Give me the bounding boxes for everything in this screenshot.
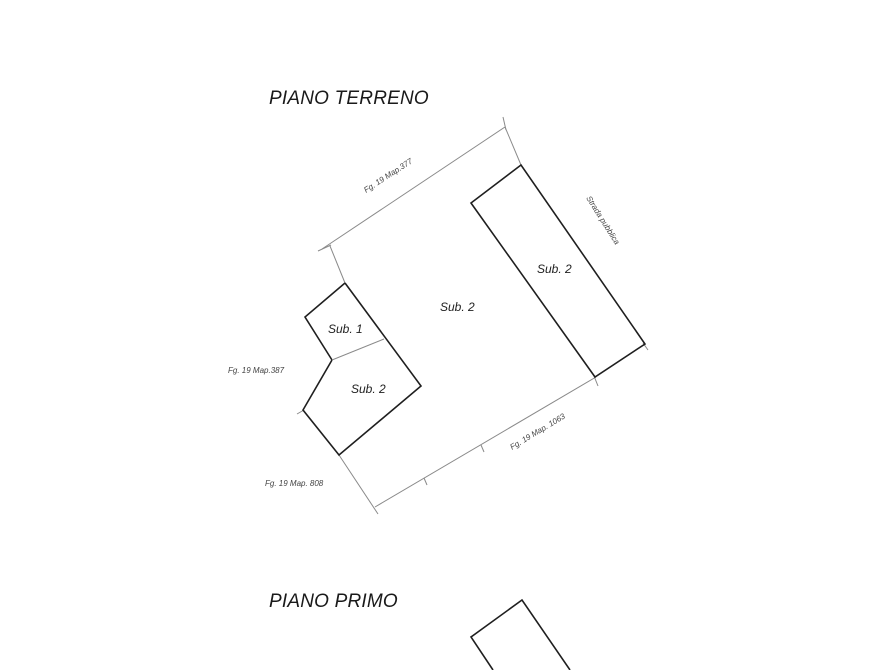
ground-floor-title: PIANO TERRENO bbox=[269, 88, 429, 109]
lot-boundary bbox=[296, 116, 649, 515]
neighbor-label-west: Fg. 19 Map.387 bbox=[228, 366, 285, 375]
unit-label-sub2-small: Sub. 2 bbox=[351, 382, 386, 396]
neighbor-label-southwest: Fg. 19 Map. 808 bbox=[265, 479, 324, 488]
unit-label-sub1: Sub. 1 bbox=[328, 322, 363, 336]
unit-label-sub2-strip: Sub. 2 bbox=[537, 262, 572, 276]
neighbor-label-north: Fg. 19 Map.377 bbox=[362, 156, 414, 194]
first-floor-title: PIANO PRIMO bbox=[269, 591, 398, 612]
ground-floor-plan: Sub. 1 Sub. 2 Sub. 2 Sub. 2 Fg. 19 Map.3… bbox=[228, 116, 649, 515]
unit-sub1-block bbox=[302, 282, 423, 457]
neighbor-label-southeast: Fg. 19 Map. 1063 bbox=[508, 411, 567, 451]
unit-sub2-strip bbox=[469, 163, 647, 379]
neighbor-label-street: Strada pubblica bbox=[584, 194, 621, 246]
unit-label-sub2-main: Sub. 2 bbox=[440, 300, 475, 314]
first-floor-plan bbox=[469, 598, 571, 670]
